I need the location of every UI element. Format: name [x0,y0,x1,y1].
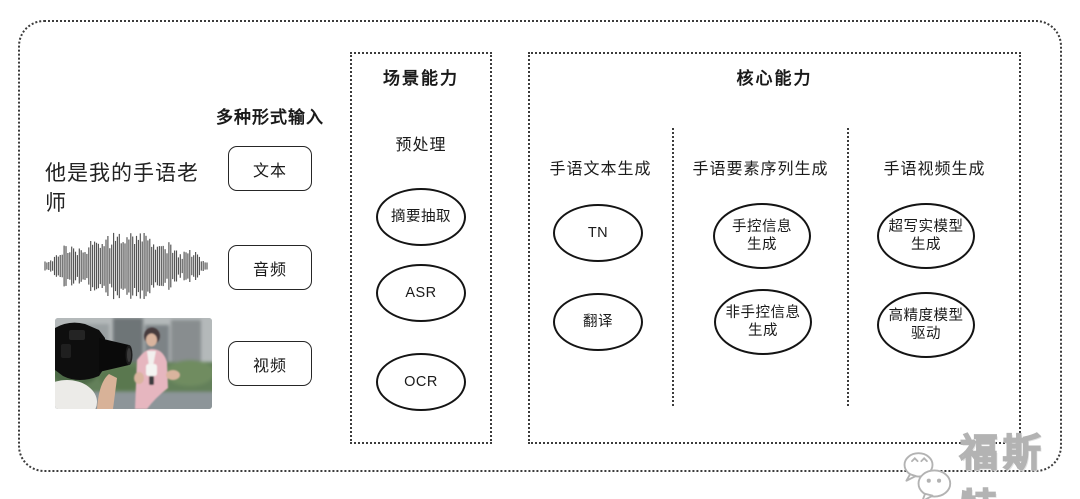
watermark-text: 福斯特 [959,432,1046,499]
outer-dotted-frame [18,20,1062,472]
input-type-box-video: 视频 [228,341,312,386]
video-thumbnail [55,318,212,409]
input-type-label: 文本 [252,162,287,180]
column-header-element-sequence-generation: 手语要素序列生成 [692,161,829,178]
column-divider-2 [847,128,849,406]
preprocessing-label: 预处理 [395,137,447,154]
column-divider-1 [672,128,674,406]
reporter-figure [134,327,180,409]
scene-capability-box [350,52,492,444]
input-type-label: 音频 [252,261,287,279]
node-ocr: OCR [376,353,466,411]
input-type-box-text: 文本 [228,146,312,191]
node-non-manual-info-generation: 非手控信息 生成 [714,289,812,355]
core-box-title: 核心能力 [736,69,813,88]
node-tn: TN [553,204,643,262]
wechat-chat-bubbles-icon [903,452,952,499]
node-hyperrealistic-model-generation: 超写实模型 生成 [877,203,975,269]
node-summary-extraction: 摘要抽取 [376,188,466,246]
node-manual-info-generation: 手控信息 生成 [713,203,811,269]
column-header-text-generation: 手语文本生成 [549,161,652,178]
node-asr: ASR [376,264,466,322]
node-translation: 翻译 [553,293,643,351]
node-high-precision-model-driving: 高精度模型 驱动 [877,292,975,358]
cameraman-figure [55,322,133,409]
input-type-label: 视频 [252,357,287,375]
core-capability-box [528,52,1021,444]
input-type-box-audio: 音频 [228,245,312,290]
scene-box-title: 场景能力 [383,69,459,88]
reporter-interview-illustration [55,318,212,409]
audio-waveform-icon [44,232,208,300]
watermark: 福斯特 [898,422,1080,499]
column-header-video-generation: 手语视频生成 [883,161,986,178]
sample-sentence-text: 他是我的手语老师 [45,162,199,215]
input-section-label: 多种形式输入 [216,108,324,127]
